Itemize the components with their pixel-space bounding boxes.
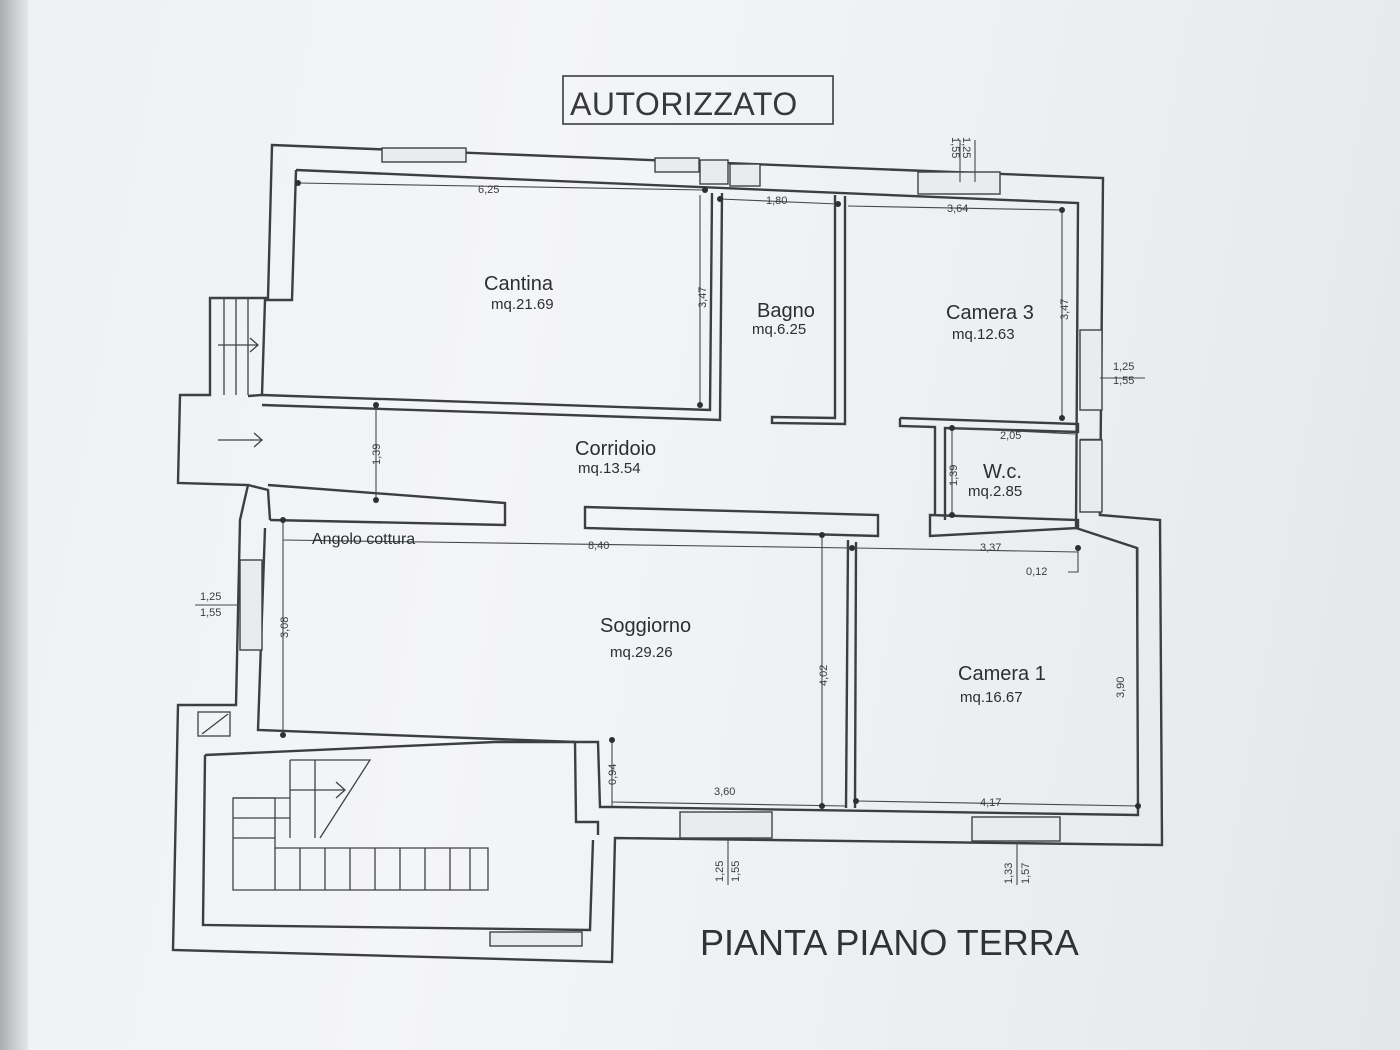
win-right-side-a: 1,25	[1113, 361, 1134, 373]
staircase	[232, 759, 489, 891]
window-camera3	[917, 171, 1001, 195]
dim-camera1-bottom-width: 4,17	[980, 797, 1001, 809]
kitchen-label: Angolo cottura	[312, 531, 415, 548]
win-left-side-a: 1,25	[200, 591, 221, 603]
room-name-corridoio: Corridoio	[575, 438, 656, 460]
dimension-lines	[195, 140, 1145, 885]
room-name-cantina: Cantina	[484, 273, 554, 295]
room-name-wc: W.c.	[983, 461, 1022, 483]
dim-cantina-height: 3,47	[697, 287, 709, 308]
window-stairs	[489, 931, 583, 947]
win-left-side-b: 1,55	[200, 607, 221, 619]
dim-cantina-width: 6,25	[478, 184, 499, 196]
window-camera1-bottom	[971, 816, 1061, 842]
win-right-side-b: 1,55	[1113, 375, 1134, 387]
stamp-text: AUTORIZZATO	[570, 86, 798, 122]
room-area-soggiorno: mq.29.26	[610, 644, 673, 661]
interior-walls	[261, 192, 1102, 809]
dim-soggiorno-bottom-width: 3,60	[714, 786, 735, 798]
entrances	[197, 297, 263, 737]
room-name-camera3: Camera 3	[946, 302, 1034, 324]
dim-bagno-width: 1,80	[766, 195, 787, 207]
room-area-camera1: mq.16.67	[960, 689, 1023, 706]
room-name-camera1: Camera 1	[958, 663, 1046, 685]
outer-walls	[171, 143, 1164, 964]
dim-corridoio-height: 1,39	[371, 444, 383, 465]
win-bottom-mid-a: 1,25	[714, 861, 726, 882]
dim-camera1-height: 3,90	[1115, 677, 1127, 698]
window-soggiorno-left	[239, 559, 263, 651]
window-camera3-side	[1079, 329, 1103, 411]
dim-soggiorno-step: 0,94	[607, 764, 619, 785]
dim-camera3-width: 3,64	[947, 203, 968, 215]
win-bottom-right-b: 1,57	[1020, 863, 1032, 884]
stamp-box	[562, 75, 834, 125]
window-wc	[1079, 439, 1103, 513]
win-bottom-right-a: 1,33	[1003, 863, 1015, 884]
room-area-camera3: mq.12.63	[952, 326, 1015, 343]
dim-camera1-offset: 0,12	[1026, 566, 1047, 578]
plan-title: PIANTA PIANO TERRA	[700, 922, 1079, 963]
window-bagno-b	[729, 163, 761, 187]
window-bagno-a	[699, 159, 729, 185]
room-area-wc: mq.2.85	[968, 483, 1022, 500]
win-top-right-a: 1,25	[960, 137, 972, 158]
window-soggiorno-bottom	[679, 811, 773, 839]
dim-soggiorno-right-height: 4,02	[818, 665, 830, 686]
window-corridor-top	[654, 157, 700, 173]
dim-soggiorno-width: 8,40	[588, 540, 609, 552]
dim-soggiorno-left-height: 3,08	[279, 617, 291, 638]
room-area-cantina: mq.21.69	[491, 296, 554, 313]
dim-camera3-height: 3,47	[1059, 299, 1071, 320]
room-name-bagno: Bagno	[757, 300, 815, 322]
win-top-right-b: 1,55	[949, 137, 961, 158]
dim-wc-height: 1,39	[948, 465, 960, 486]
dim-camera1-top-width: 3,37	[980, 542, 1001, 554]
dimension-dots	[280, 180, 1141, 809]
windows	[239, 147, 1103, 947]
binding-edge	[0, 0, 28, 1050]
win-bottom-mid-b: 1,55	[730, 861, 742, 882]
room-name-soggiorno: Soggiorno	[600, 615, 691, 637]
dim-wc-width: 2,05	[1000, 430, 1021, 442]
window-cantina	[381, 147, 467, 163]
room-area-bagno: mq.6.25	[752, 321, 806, 338]
room-area-corridoio: mq.13.54	[578, 460, 641, 477]
